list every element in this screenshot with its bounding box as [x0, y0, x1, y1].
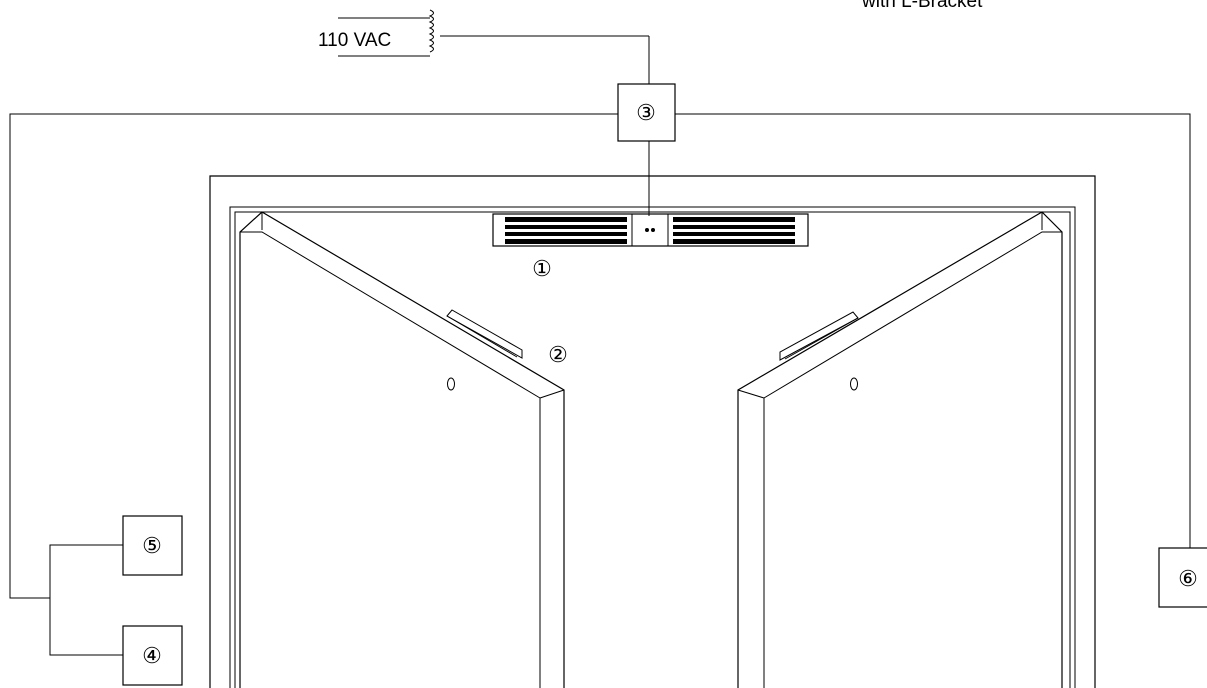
callout-2: ②: [548, 343, 568, 368]
right-door-leaf: [737, 211, 1063, 688]
left-door-leaf: ②: [239, 211, 568, 688]
power-label: 110 VAC: [318, 30, 391, 51]
power-source: 110 VAC: [318, 9, 650, 84]
power-supply-box: ③: [617, 83, 676, 142]
callout-4: ④: [142, 644, 162, 669]
indicator-dot: [651, 228, 655, 232]
callout-6: ⑥: [1178, 567, 1198, 592]
door-frame: [209, 175, 1096, 688]
top-caption: with L-Bracket: [861, 0, 983, 12]
lock-magnet-right: [673, 217, 795, 244]
indicator-dot: [645, 228, 649, 232]
lock-magnet-left: [505, 217, 627, 244]
callout-1: ①: [532, 257, 552, 282]
device-box-5: ⑤: [122, 515, 183, 576]
bracket-plate: [779, 311, 859, 361]
bracket-plate: [446, 309, 523, 359]
device-box-4: ④: [122, 625, 183, 686]
callout-3: ③: [636, 101, 656, 126]
device-box-6: ⑥: [1158, 547, 1207, 608]
wiring: [9, 113, 1191, 656]
hinge-hole: [447, 377, 455, 391]
callout-5: ⑤: [142, 534, 162, 559]
transformer-coil-icon: [428, 9, 434, 53]
magnetic-lock: ①: [492, 213, 809, 282]
hinge-hole: [850, 377, 858, 391]
